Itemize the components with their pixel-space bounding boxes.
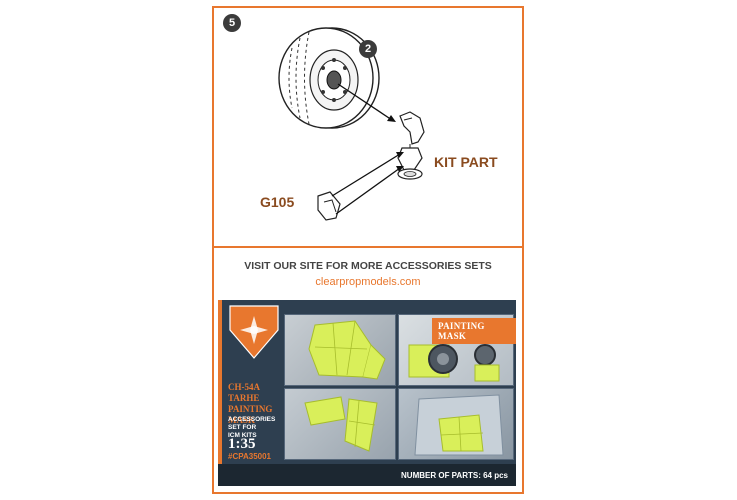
product-code: #CPA35001	[228, 452, 271, 461]
instruction-sheet: 5	[212, 6, 524, 494]
product-for-text: ACCESSORIES SET FOR ICM KITS	[228, 416, 288, 440]
accent-stripe	[218, 300, 222, 486]
assembly-diagram	[278, 27, 425, 221]
product-photo-mask-front	[284, 314, 396, 386]
g105-part-drawing	[317, 191, 341, 221]
product-banner: PAINTING MASK CH-54A TARHE PAINTING MASK…	[218, 300, 516, 486]
kit-part-label: KIT PART	[434, 154, 498, 170]
step-number-badge: 5	[223, 14, 241, 32]
product-title-line1: CH-54A TARHE	[228, 382, 260, 403]
product-for-line1: ACCESSORIES SET FOR	[228, 416, 276, 431]
visit-title: VISIT OUR SITE FOR MORE ACCESSORIES SETS	[244, 260, 492, 272]
product-for-line2: ICM KITS	[228, 432, 257, 439]
callout-number-badge: 2	[364, 43, 372, 55]
painting-mask-badge: PAINTING MASK	[432, 318, 516, 344]
product-scale: 1:35	[228, 436, 256, 452]
product-photo-mask-side	[284, 388, 396, 460]
parts-count-text: NUMBER OF PARTS: 64 pcs	[401, 470, 508, 480]
product-photo-mask-canopy	[398, 388, 514, 460]
kit-part-drawing	[397, 147, 423, 180]
g105-label: G105	[260, 194, 295, 210]
product-title: CH-54A TARHE PAINTING MASK	[228, 382, 288, 426]
strut-part-drawing	[399, 111, 425, 152]
wheel-drawing	[278, 27, 380, 129]
section-divider	[214, 246, 522, 248]
arrow-line	[337, 83, 393, 121]
parts-count-bar: NUMBER OF PARTS: 64 pcs	[218, 464, 516, 486]
brand-logo	[229, 305, 279, 359]
product-title-line2: PAINTING MASK	[228, 404, 273, 425]
site-link[interactable]: clearpropmodels.com	[315, 276, 421, 288]
